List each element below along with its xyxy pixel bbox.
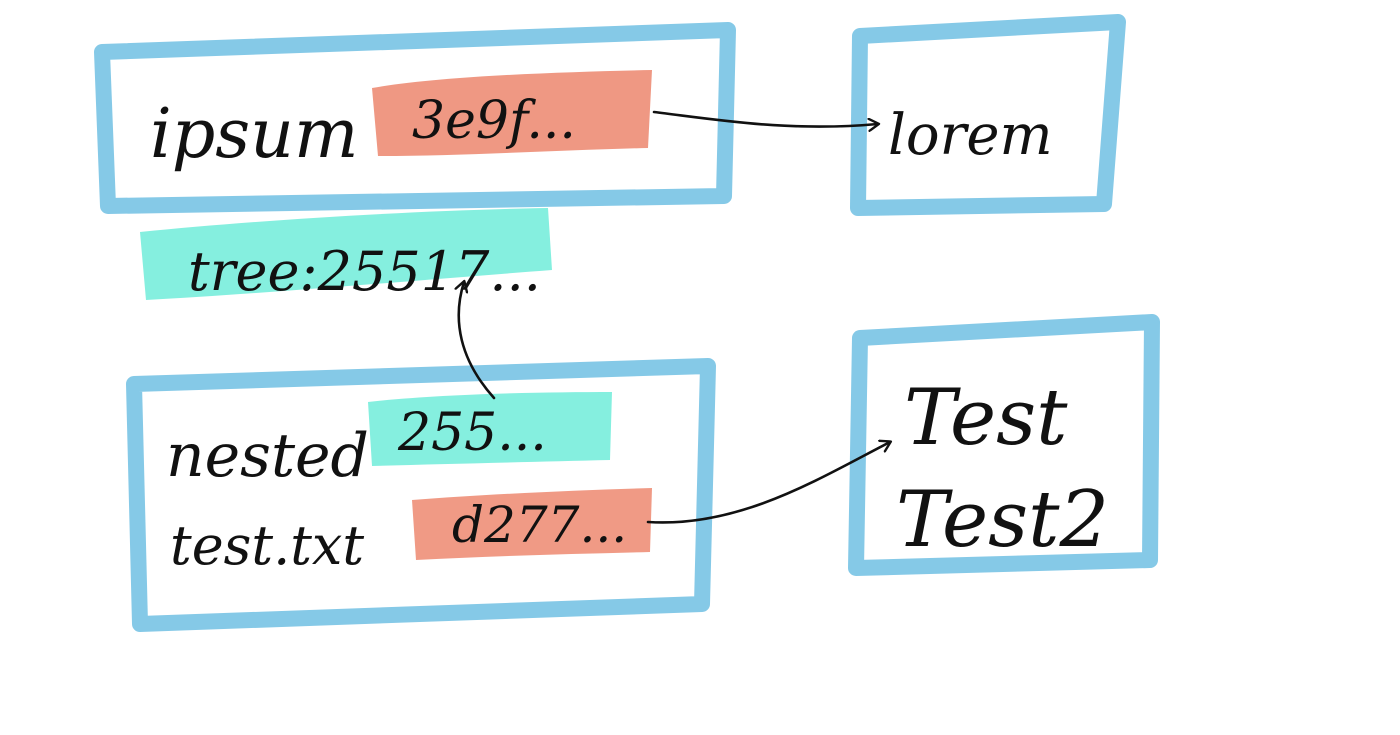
content-line-2: Test2 [896, 475, 1109, 565]
content-line-1: Test [904, 373, 1068, 463]
box-ipsum-border [94, 22, 736, 214]
label-lorem: lorem [888, 103, 1053, 168]
label-tree: tree:25517... [188, 240, 541, 303]
box-file-content-border [848, 314, 1160, 576]
arrow-d277-to-content [646, 442, 890, 524]
label-test-txt: test.txt [170, 514, 364, 577]
hash-highlight-d277 [412, 488, 652, 560]
box-file-content: Test Test2 [848, 314, 1160, 576]
box-tree-contents: nested 255... test.txt d277... [126, 358, 716, 632]
box-ipsum: ipsum 3e9f... [94, 22, 736, 214]
hash-255: 255... [397, 403, 547, 463]
box-tree-contents-border [126, 358, 716, 632]
hash-d277: d277... [452, 496, 627, 554]
box-lorem: lorem [850, 14, 1126, 216]
hash-highlight-255 [368, 392, 612, 466]
hash-3e9f: 3e9f... [412, 91, 576, 151]
tree-reference: tree:25517... [140, 208, 552, 303]
hash-highlight-3e9f [372, 70, 652, 156]
tree-highlight [140, 208, 552, 300]
label-ipsum: ipsum [150, 95, 358, 174]
arrow-255-to-tree [459, 282, 496, 400]
box-lorem-border [850, 14, 1126, 216]
arrow-3e9f-to-lorem [652, 110, 878, 127]
label-nested: nested [166, 421, 369, 491]
